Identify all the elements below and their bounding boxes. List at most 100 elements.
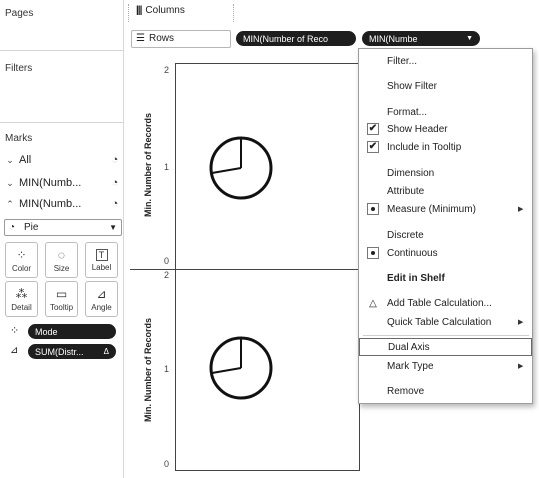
menu-item-label: Show Header [387, 123, 448, 135]
menu-item-measure[interactable]: Measure (Minimum) ▶ [359, 200, 532, 218]
pie-mark-top[interactable] [208, 135, 274, 201]
menu-item-dimension[interactable]: Dimension [359, 164, 532, 182]
marks-row-label: All [19, 154, 32, 166]
menu-item-remove[interactable]: Remove [359, 382, 532, 400]
detail-card[interactable]: ⁂ Detail [5, 281, 38, 317]
card-label: Color [11, 263, 32, 273]
chevron-down-icon: ▼ [466, 35, 473, 42]
menu-item-continuous[interactable]: Continuous [359, 244, 532, 262]
menu-item-label: Discrete [387, 229, 424, 241]
chevron-down-icon: ⌄ [6, 177, 14, 188]
menu-item-edit-in-shelf[interactable]: Edit in Shelf [359, 269, 532, 287]
submenu-arrow-icon: ▶ [518, 319, 524, 326]
submenu-arrow-icon: ▶ [518, 363, 524, 370]
label-icon: T [95, 248, 108, 261]
angle-icon: ⊿ [10, 345, 19, 356]
caret-down-icon: ▼ [109, 223, 117, 232]
left-panel: Pages Filters Marks ⌄ All ◔ ⌄ MIN(Numb..… [0, 0, 124, 478]
rows-shelf-label: ☰ Rows [136, 33, 174, 44]
menu-item-label: Dual Axis [388, 341, 430, 353]
rows-label: Rows [148, 33, 174, 44]
mode-pill[interactable]: Mode [28, 324, 116, 339]
color-card[interactable]: ⁘ Color [5, 242, 38, 278]
menu-item-filter[interactable]: Filter... [359, 52, 532, 70]
card-label: Size [53, 263, 70, 273]
pill-label: MIN(Number of Reco [243, 33, 329, 44]
pie-mark-bottom[interactable] [208, 335, 274, 401]
rows-pill-min-records-2[interactable]: MIN(Numbe ▼ [362, 31, 480, 46]
menu-separator [363, 335, 529, 336]
submenu-arrow-icon: ▶ [518, 206, 524, 213]
marks-row-min-1[interactable]: ⌄ MIN(Numb... ◔ [4, 174, 122, 192]
marks-title: Marks [5, 133, 33, 144]
filters-title: Filters [5, 63, 33, 74]
marks-row-min-2[interactable]: ⌃ MIN(Numb... ◔ [4, 195, 122, 213]
pill-label: Mode [35, 326, 58, 337]
menu-item-label: Show Filter [387, 80, 438, 92]
card-label: Angle [91, 302, 112, 312]
menu-item-add-table-calculation[interactable]: △ Add Table Calculation... [359, 294, 532, 312]
menu-item-label: Dimension [387, 167, 435, 179]
chevron-down-icon: ⌄ [6, 154, 14, 165]
menu-item-include-in-tooltip[interactable]: ✔ Include in Tooltip [359, 138, 532, 156]
axis-title-bottom: Min. Number of Records [143, 318, 153, 423]
tick-label: 1 [164, 364, 170, 374]
menu-item-label: Measure (Minimum) [387, 203, 476, 215]
columns-shelf-label: ||| Columns [136, 5, 185, 16]
marks-row-label: MIN(Numb... [19, 198, 82, 210]
columns-shelf[interactable] [233, 4, 538, 22]
pie-icon: ◔ [111, 177, 119, 189]
menu-item-discrete[interactable]: Discrete [359, 226, 532, 244]
menu-item-label: Remove [387, 385, 425, 397]
tick-label: 2 [164, 65, 170, 75]
columns-icon: ||| [136, 5, 142, 16]
angle-icon: ⊿ [96, 286, 107, 301]
divider [0, 50, 124, 51]
rows-icon: ☰ [136, 33, 145, 44]
pie-icon: ◔ [111, 154, 119, 166]
pages-title: Pages [5, 8, 34, 19]
menu-item-label: Edit in Shelf [387, 272, 445, 284]
angle-card[interactable]: ⊿ Angle [85, 281, 118, 317]
sum-distr-pill[interactable]: SUM(Distr... Δ [28, 344, 116, 359]
label-card[interactable]: T Label [85, 242, 118, 278]
menu-item-quick-table-calculation[interactable]: Quick Table Calculation ▶ [359, 313, 532, 331]
menu-item-label: Attribute [387, 185, 425, 197]
menu-item-show-header[interactable]: ✔ Show Header [359, 120, 532, 138]
shelf-divider [128, 4, 129, 22]
menu-item-attribute[interactable]: Attribute [359, 182, 532, 200]
check-icon: ✔ [367, 123, 379, 135]
menu-item-dual-axis[interactable]: Dual Axis [359, 338, 532, 356]
size-card[interactable]: ◌ Size [45, 242, 78, 278]
context-menu: Filter... Show Filter Format... ✔ Show H… [358, 48, 533, 404]
card-label: Label [91, 262, 112, 272]
chart-plot-area [175, 63, 360, 471]
menu-item-format[interactable]: Format... [359, 103, 532, 121]
size-icon: ◌ [57, 247, 66, 262]
radio-selected-icon [367, 247, 379, 259]
divider [0, 122, 124, 123]
menu-item-mark-type[interactable]: Mark Type ▶ [359, 357, 532, 375]
tooltip-card[interactable]: ▭ Tooltip [45, 281, 78, 317]
detail-icon: ⁂ [15, 286, 28, 301]
card-label: Detail [11, 302, 32, 312]
menu-item-label: Filter... [387, 55, 418, 67]
tick-label: 0 [164, 256, 170, 266]
marks-row-all[interactable]: ⌄ All ◔ [4, 151, 122, 169]
menu-item-label: Mark Type [387, 360, 434, 372]
rows-pill-min-records-1[interactable]: MIN(Number of Reco [236, 31, 356, 46]
marks-row-label: MIN(Numb... [19, 177, 82, 189]
chevron-up-icon: ⌃ [6, 198, 14, 209]
menu-item-label: Format... [387, 106, 428, 118]
menu-item-label: Add Table Calculation... [387, 297, 492, 309]
pill-label: SUM(Distr... [35, 346, 84, 357]
tick-label: 1 [164, 162, 170, 172]
axis-title-top: Min. Number of Records [143, 113, 153, 218]
delta-icon: △ [369, 297, 377, 309]
mark-type-select[interactable]: ◔ Pie ▼ [4, 219, 122, 236]
tooltip-icon: ▭ [55, 286, 68, 301]
check-icon: ✔ [367, 141, 379, 153]
mark-type-label: Pie [24, 222, 39, 233]
menu-item-show-filter[interactable]: Show Filter [359, 77, 532, 95]
card-label: Tooltip [49, 302, 74, 312]
